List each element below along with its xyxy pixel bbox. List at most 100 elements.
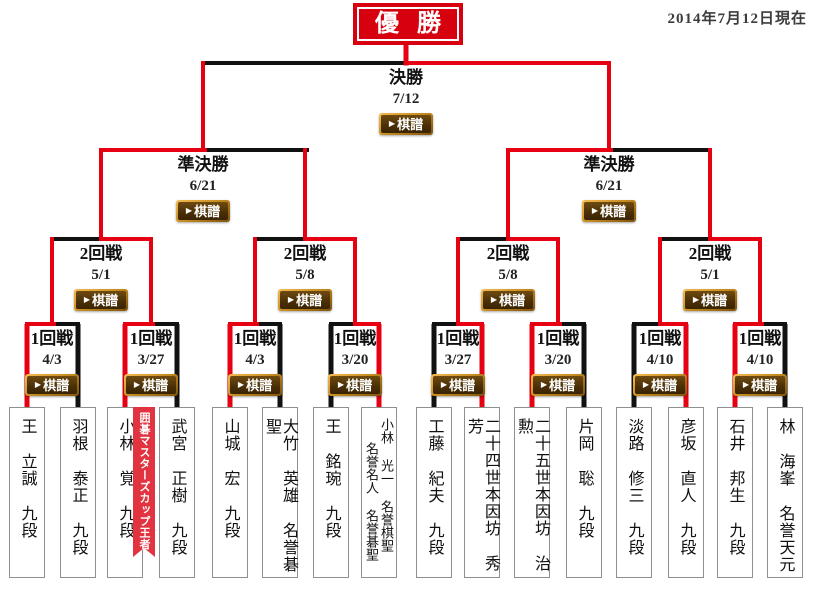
match-r2-2: 2回戦 5/8 ▶棋譜 (278, 244, 332, 311)
player-box-6: 大竹 英雄 名誉碁聖 (262, 407, 298, 578)
kifu-button-r2-2[interactable]: ▶棋譜 (278, 289, 332, 311)
round-date: 5/1 (91, 267, 111, 283)
kifu-label: 棋譜 (549, 377, 576, 393)
match-semifinal-left: 準決勝 6/21 ▶棋譜 (176, 155, 230, 222)
champion-label: 優勝 (375, 11, 459, 37)
kifu-button-r1-7[interactable]: ▶棋譜 (633, 374, 687, 396)
kifu-label: 棋譜 (92, 292, 119, 308)
player-box-7: 王 銘琬 九段 (313, 407, 349, 578)
match-r1-4: 1回戦 3/20 ▶棋譜 (328, 329, 382, 396)
kifu-button-r1-3[interactable]: ▶棋譜 (228, 374, 282, 396)
play-icon: ▶ (287, 295, 295, 304)
round-label: 1回戦 (233, 329, 277, 348)
player-name: 二十四世本因坊 秀芳 (465, 418, 499, 572)
player-box-5: 山城 宏 九段 (212, 407, 248, 578)
kifu-button-sf2[interactable]: ▶棋譜 (582, 200, 636, 222)
round-label: 2回戦 (486, 244, 530, 263)
match-r1-2: 1回戦 3/27 ▶棋譜 (124, 329, 178, 396)
kifu-button-r1-6[interactable]: ▶棋譜 (531, 374, 585, 396)
match-semifinal-right: 準決勝 6/21 ▶棋譜 (582, 155, 636, 222)
champion-box: 優勝 (354, 4, 462, 44)
kifu-button-r1-5[interactable]: ▶棋譜 (431, 374, 485, 396)
match-r2-3: 2回戦 5/8 ▶棋譜 (481, 244, 535, 311)
match-r1-6: 1回戦 3/20 ▶棋譜 (531, 329, 585, 396)
round-date: 4/3 (42, 352, 62, 368)
round-date: 5/8 (295, 267, 315, 283)
kifu-label: 棋譜 (142, 377, 169, 393)
round-label: 1回戦 (129, 329, 173, 348)
round-label: 1回戦 (436, 329, 480, 348)
round-date: 4/3 (245, 352, 265, 368)
round-label: 1回戦 (638, 329, 682, 348)
round-date: 4/10 (646, 352, 674, 368)
player-box-16: 林 海峯 名誉天元 (767, 407, 803, 578)
kifu-label: 棋譜 (397, 116, 424, 132)
round-label: 1回戦 (536, 329, 580, 348)
round-label: 2回戦 (688, 244, 732, 263)
player-name: 山城 宏 九段 (221, 418, 239, 539)
round-label: 準決勝 (583, 155, 635, 174)
round-date: 3/20 (341, 352, 369, 368)
play-icon: ▶ (185, 206, 193, 215)
play-icon: ▶ (540, 380, 548, 389)
kifu-label: 棋譜 (346, 377, 373, 393)
play-icon: ▶ (337, 380, 345, 389)
kifu-label: 棋譜 (449, 377, 476, 393)
play-icon: ▶ (692, 295, 700, 304)
player-name: 小林 光一 名誉棋聖名誉名人 名誉碁聖 (364, 418, 394, 561)
player-box-15: 石井 邦生 九段 (717, 407, 753, 578)
player-box-9: 工藤 紀夫 九段 (416, 407, 452, 578)
match-final: 決勝 7/12 ▶棋譜 (379, 68, 433, 135)
play-icon: ▶ (490, 295, 498, 304)
kifu-label: 棋譜 (43, 377, 70, 393)
round-label: 準決勝 (177, 155, 229, 174)
match-r2-4: 2回戦 5/1 ▶棋譜 (683, 244, 737, 311)
match-r1-7: 1回戦 4/10 ▶棋譜 (633, 329, 687, 396)
player-name: 淡路 修三 九段 (625, 418, 643, 556)
kifu-button-final[interactable]: ▶棋譜 (379, 113, 433, 135)
player-box-8: 小林 光一 名誉棋聖名誉名人 名誉碁聖 (361, 407, 397, 578)
player-name: 小林 覚 九段 (116, 418, 134, 539)
player-name: 王 銘琬 九段 (322, 418, 340, 539)
player-name: 彦坂 直人 九段 (677, 418, 695, 556)
kifu-button-r2-1[interactable]: ▶棋譜 (74, 289, 128, 311)
player-box-2: 羽根 泰正 九段 (60, 407, 96, 578)
kifu-button-r1-1[interactable]: ▶棋譜 (25, 374, 79, 396)
kifu-button-r1-8[interactable]: ▶棋譜 (733, 374, 787, 396)
player-box-11: 二十五世本因坊 治勲 (514, 407, 550, 578)
match-r2-1: 2回戦 5/1 ▶棋譜 (74, 244, 128, 311)
play-icon: ▶ (34, 380, 42, 389)
play-icon: ▶ (237, 380, 245, 389)
kifu-button-r2-3[interactable]: ▶棋譜 (481, 289, 535, 311)
kifu-button-sf1[interactable]: ▶棋譜 (176, 200, 230, 222)
match-r1-1: 1回戦 4/3 ▶棋譜 (25, 329, 79, 396)
kifu-label: 棋譜 (701, 292, 728, 308)
round-date: 3/27 (137, 352, 165, 368)
round-date: 3/27 (444, 352, 472, 368)
kifu-label: 棋譜 (499, 292, 526, 308)
player-name: 工藤 紀夫 九段 (425, 418, 443, 556)
round-date: 7/12 (392, 91, 420, 107)
kifu-button-r1-4[interactable]: ▶棋譜 (328, 374, 382, 396)
kifu-button-r1-2[interactable]: ▶棋譜 (124, 374, 178, 396)
round-label: 2回戦 (283, 244, 327, 263)
play-icon: ▶ (388, 119, 396, 128)
ribbon-text: 囲碁マスターズカップ王者 (138, 412, 150, 550)
kifu-button-r2-4[interactable]: ▶棋譜 (683, 289, 737, 311)
player-box-12: 片岡 聡 九段 (566, 407, 602, 578)
round-date: 4/10 (746, 352, 774, 368)
winner-lines (24, 43, 764, 407)
player-name: 武宮 正樹 九段 (168, 418, 186, 556)
kifu-label: 棋譜 (751, 377, 778, 393)
round-date: 5/1 (700, 267, 720, 283)
player-name: 石井 邦生 九段 (726, 418, 744, 556)
player-name: 王 立誠 九段 (18, 418, 36, 539)
player-name: 羽根 泰正 九段 (69, 418, 87, 556)
player-title: 名誉名人 名誉碁聖 (364, 442, 379, 561)
play-icon: ▶ (133, 380, 141, 389)
play-icon: ▶ (440, 380, 448, 389)
play-icon: ▶ (83, 295, 91, 304)
match-r1-3: 1回戦 4/3 ▶棋譜 (228, 329, 282, 396)
round-label: 1回戦 (333, 329, 377, 348)
